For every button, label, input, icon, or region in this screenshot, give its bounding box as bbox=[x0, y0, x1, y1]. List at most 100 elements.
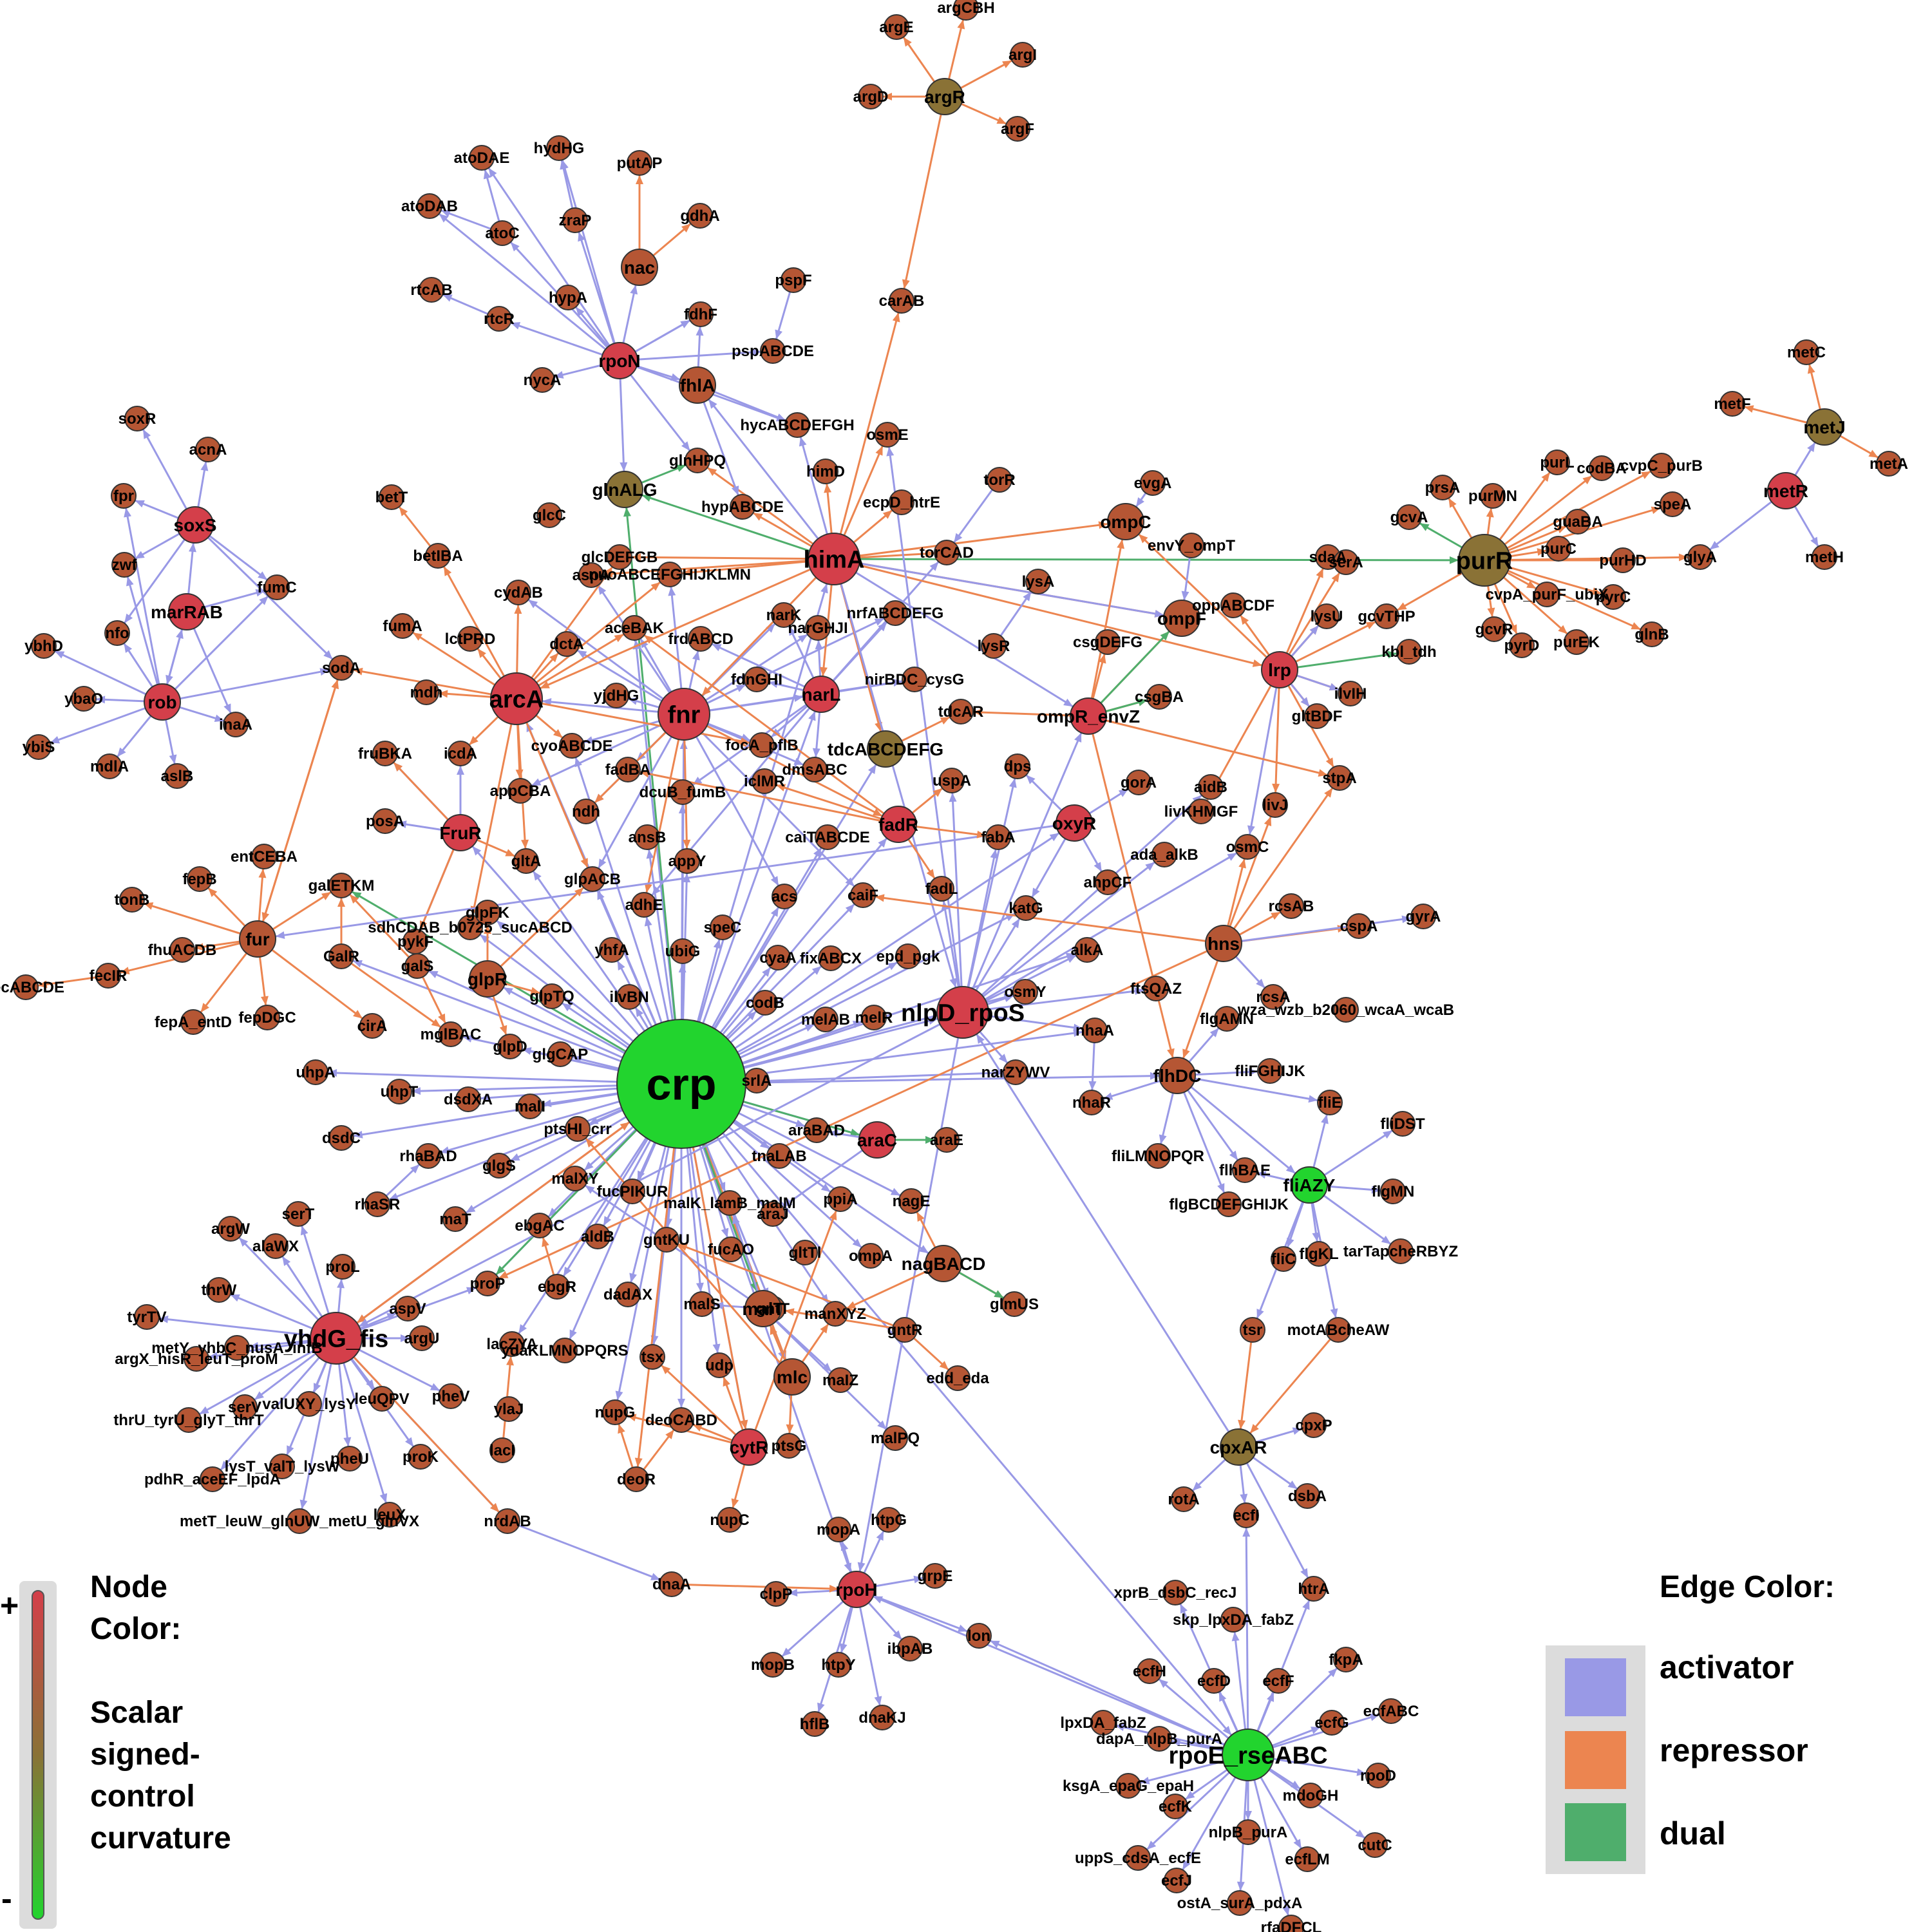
gene-node-cpxP[interactable] bbox=[1301, 1412, 1327, 1438]
gene-node-glcC[interactable] bbox=[536, 502, 562, 528]
gene-node-appY[interactable] bbox=[674, 848, 700, 874]
gene-node-lacI[interactable] bbox=[489, 1437, 515, 1463]
gene-node-atoDAB[interactable] bbox=[417, 193, 442, 219]
gene-node-ahpCF[interactable] bbox=[1095, 869, 1121, 895]
gene-node-fabA[interactable] bbox=[985, 824, 1011, 850]
gene-node-fumC[interactable] bbox=[264, 574, 290, 600]
gene-node-ecfD[interactable] bbox=[1201, 1668, 1227, 1694]
gene-node-gcvR[interactable] bbox=[1481, 616, 1507, 642]
gene-node-fliFGHIJK[interactable] bbox=[1257, 1058, 1283, 1084]
gene-node-pdhR_aceEF_lpdA[interactable] bbox=[200, 1466, 225, 1492]
gene-node-rtcR[interactable] bbox=[486, 306, 512, 332]
gene-node-argX_hisR_leuT_proM[interactable] bbox=[184, 1346, 209, 1372]
gene-node-tnaLAB[interactable] bbox=[766, 1143, 792, 1169]
gene-node-glgCAP[interactable] bbox=[547, 1041, 573, 1067]
gene-node-adhE[interactable] bbox=[631, 892, 657, 918]
gene-node-flgAMN[interactable] bbox=[1214, 1006, 1240, 1032]
gene-node-purMN[interactable] bbox=[1480, 483, 1506, 509]
gene-node-GalR[interactable] bbox=[328, 943, 354, 969]
gene-node-acnA[interactable] bbox=[195, 437, 221, 462]
gene-node-galETKM[interactable] bbox=[328, 873, 354, 898]
gene-node-dsbA[interactable] bbox=[1294, 1483, 1320, 1509]
gene-node-envY_ompT[interactable] bbox=[1179, 533, 1204, 558]
gene-node-ftsQAZ[interactable] bbox=[1143, 976, 1169, 1001]
gene-node-evgA[interactable] bbox=[1140, 470, 1166, 496]
gene-node-pyrD[interactable] bbox=[1509, 632, 1535, 658]
gene-node-ebgR[interactable] bbox=[544, 1274, 570, 1300]
gene-node-fecABCDE[interactable] bbox=[13, 974, 39, 1000]
gene-node-galS[interactable] bbox=[404, 953, 430, 979]
gene-node-fadBA[interactable] bbox=[615, 757, 641, 782]
gene-node-glnB[interactable] bbox=[1639, 621, 1665, 647]
regulator-node-fliAZY[interactable] bbox=[1291, 1166, 1328, 1204]
gene-node-gltBDF[interactable] bbox=[1304, 703, 1330, 729]
regulator-node-flhDC[interactable] bbox=[1159, 1057, 1196, 1094]
gene-node-flgMN[interactable] bbox=[1380, 1179, 1406, 1204]
gene-node-deoR[interactable] bbox=[623, 1466, 649, 1492]
gene-node-ylaJ[interactable] bbox=[496, 1396, 522, 1422]
gene-node-cvpC_purB[interactable] bbox=[1649, 453, 1674, 478]
gene-node-rtcAB[interactable] bbox=[419, 277, 444, 303]
gene-node-maT[interactable] bbox=[442, 1206, 468, 1232]
gene-node-hflB[interactable] bbox=[802, 1711, 828, 1737]
gene-node-proL[interactable] bbox=[330, 1254, 355, 1280]
gene-node-uppS_cdsA_ecfE[interactable] bbox=[1125, 1845, 1151, 1871]
regulator-node-FruR[interactable] bbox=[442, 814, 479, 851]
gene-node-argI[interactable] bbox=[1010, 42, 1036, 68]
gene-node-ilvBN[interactable] bbox=[616, 984, 642, 1010]
gene-node-fliE[interactable] bbox=[1317, 1090, 1343, 1115]
gene-node-xprB_dsbC_recJ[interactable] bbox=[1162, 1580, 1188, 1605]
gene-node-udp[interactable] bbox=[706, 1352, 732, 1378]
gene-node-metY_yhbC_nusA_infB[interactable] bbox=[224, 1335, 250, 1361]
gene-node-gntR[interactable] bbox=[892, 1317, 918, 1343]
gene-node-soxR[interactable] bbox=[124, 406, 150, 431]
gene-node-katG[interactable] bbox=[1013, 895, 1039, 921]
gene-node-ecfI[interactable] bbox=[1233, 1502, 1259, 1528]
gene-node-ksgA_epaG_epaH[interactable] bbox=[1115, 1773, 1141, 1799]
gene-node-glgS[interactable] bbox=[486, 1153, 512, 1179]
gene-node-argE[interactable] bbox=[884, 14, 909, 40]
gene-node-ppiA[interactable] bbox=[828, 1186, 853, 1212]
gene-node-ecfF[interactable] bbox=[1265, 1668, 1291, 1694]
gene-node-lacZYA[interactable] bbox=[499, 1331, 525, 1357]
regulator-node-narL[interactable] bbox=[802, 676, 840, 713]
gene-node-flgKL[interactable] bbox=[1306, 1241, 1332, 1267]
gene-node-flhBAE[interactable] bbox=[1232, 1157, 1258, 1183]
gene-node-tsx[interactable] bbox=[639, 1344, 665, 1370]
gene-node-dnaA[interactable] bbox=[659, 1571, 685, 1597]
gene-node-dsdXA[interactable] bbox=[455, 1086, 481, 1112]
gene-node-fhuACDB[interactable] bbox=[169, 937, 195, 963]
gene-node-ubiG[interactable] bbox=[670, 938, 696, 964]
regulator-node-fis[interactable] bbox=[310, 1312, 363, 1365]
gene-node-purHD[interactable] bbox=[1610, 547, 1636, 573]
gene-node-aceBAK[interactable] bbox=[621, 615, 647, 641]
gene-node-fliDST[interactable] bbox=[1390, 1111, 1416, 1137]
gene-node-skp_lpxDA_fabZ[interactable] bbox=[1220, 1607, 1246, 1633]
regulator-node-cytR[interactable] bbox=[730, 1428, 768, 1466]
gene-node-dsdC[interactable] bbox=[328, 1125, 354, 1151]
gene-node-codB[interactable] bbox=[752, 990, 778, 1016]
gene-node-cydAB[interactable] bbox=[506, 580, 531, 605]
gene-node-aldB[interactable] bbox=[585, 1224, 611, 1249]
gene-node-leuX[interactable] bbox=[377, 1502, 402, 1528]
gene-node-leuQPV[interactable] bbox=[369, 1386, 395, 1412]
gene-node-dmsABC[interactable] bbox=[802, 757, 828, 782]
gene-node-motABcheAW[interactable] bbox=[1325, 1317, 1351, 1343]
gene-node-fpr[interactable] bbox=[111, 483, 137, 509]
gene-node-htpY[interactable] bbox=[826, 1652, 851, 1678]
gene-node-fliC[interactable] bbox=[1271, 1246, 1296, 1272]
gene-node-guaBA[interactable] bbox=[1565, 509, 1591, 535]
gene-node-torCAD[interactable] bbox=[934, 540, 960, 565]
gene-node-nycA[interactable] bbox=[529, 367, 555, 393]
gene-node-putAP[interactable] bbox=[627, 150, 652, 176]
gene-node-valUXY_lysY[interactable] bbox=[296, 1391, 322, 1417]
gene-node-rhaBAD[interactable] bbox=[415, 1143, 441, 1169]
gene-node-dps[interactable] bbox=[1005, 753, 1030, 779]
gene-node-narZYWV[interactable] bbox=[1003, 1059, 1028, 1085]
gene-node-ndh[interactable] bbox=[573, 799, 599, 824]
gene-node-fixABCX[interactable] bbox=[818, 945, 844, 971]
gene-node-hydHG[interactable] bbox=[546, 135, 572, 161]
gene-node-dadAX[interactable] bbox=[615, 1282, 641, 1307]
gene-node-codBA[interactable] bbox=[1589, 455, 1615, 481]
regulator-node-rpoE[interactable] bbox=[1222, 1728, 1274, 1781]
